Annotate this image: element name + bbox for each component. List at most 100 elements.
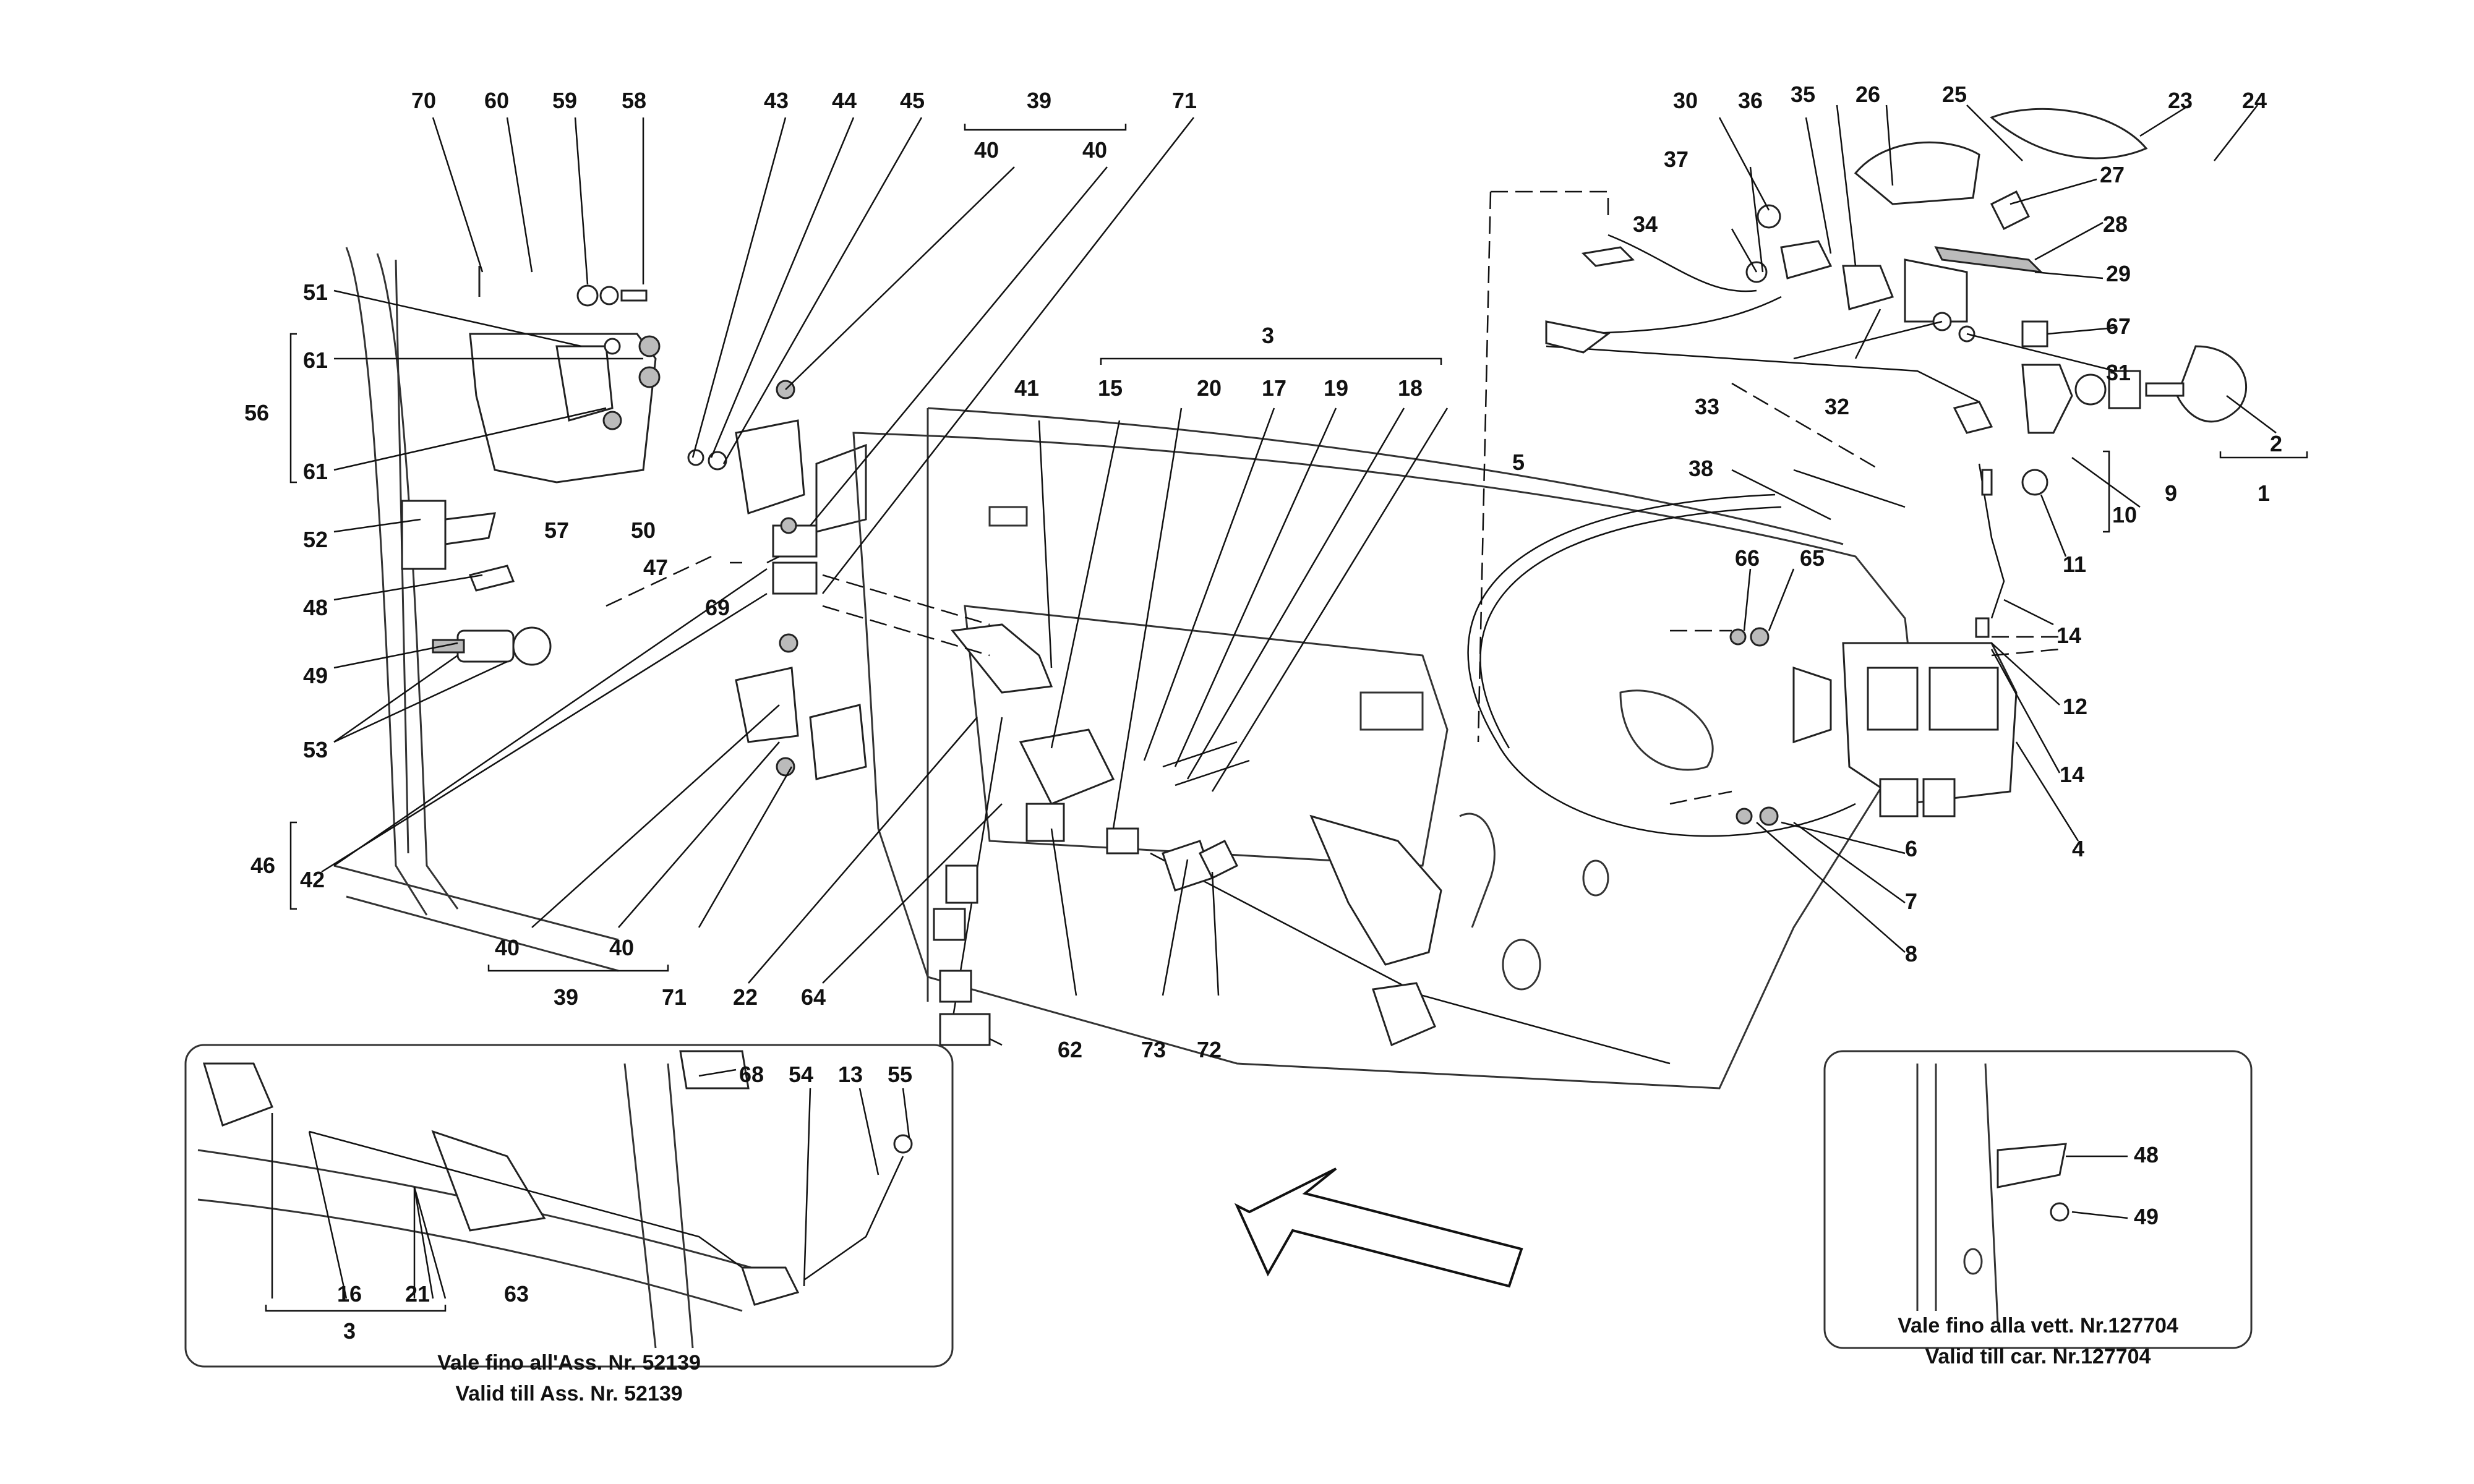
callout-3a: 3 bbox=[1262, 323, 1274, 348]
leader-dashes bbox=[606, 190, 2060, 805]
callout-22: 22 bbox=[733, 984, 758, 1010]
callout-19: 19 bbox=[1324, 375, 1348, 401]
callout-68: 68 bbox=[739, 1062, 764, 1087]
callout-10: 10 bbox=[2112, 502, 2137, 527]
callout-28: 28 bbox=[2103, 211, 2128, 237]
callout-36: 36 bbox=[1738, 88, 1763, 113]
callout-66: 66 bbox=[1735, 545, 1760, 571]
callout-40a: 40 bbox=[974, 137, 999, 163]
right-inset-caption-english: Valid till car. Nr.127704 bbox=[1925, 1345, 2151, 1368]
callout-12: 12 bbox=[2063, 694, 2087, 719]
callout-24: 24 bbox=[2242, 88, 2267, 113]
callout-35: 35 bbox=[1791, 82, 1815, 107]
callout-16: 16 bbox=[337, 1281, 362, 1307]
inset-left bbox=[184, 1044, 954, 1368]
callout-63: 63 bbox=[504, 1281, 529, 1307]
hinge-bolts-top bbox=[478, 266, 648, 355]
callout-62: 62 bbox=[1058, 1037, 1082, 1062]
callout-47: 47 bbox=[643, 555, 668, 580]
callout-38: 38 bbox=[1689, 456, 1713, 481]
callout-14a: 14 bbox=[2057, 623, 2081, 648]
callout-48: 48 bbox=[303, 595, 328, 620]
key-cylinder bbox=[2021, 345, 2247, 496]
door-handle-cable-bracket bbox=[933, 864, 991, 1046]
callout-46: 46 bbox=[250, 853, 275, 878]
callout-40d: 40 bbox=[609, 935, 634, 960]
callout-39b: 39 bbox=[554, 984, 578, 1010]
release-cable bbox=[1467, 493, 1856, 837]
callout-45: 45 bbox=[900, 88, 925, 113]
callout-14b: 14 bbox=[2060, 762, 2084, 787]
callout-18: 18 bbox=[1398, 375, 1423, 401]
callout-4: 4 bbox=[2072, 836, 2084, 861]
inset-captions: Vale fino all'Ass. Nr. 52139 Valid till … bbox=[437, 1314, 2178, 1405]
callout-25: 25 bbox=[1942, 82, 1967, 107]
callout-31: 31 bbox=[2106, 360, 2131, 385]
callout-55: 55 bbox=[888, 1062, 912, 1087]
callout-60: 60 bbox=[484, 88, 509, 113]
callout-34: 34 bbox=[1633, 211, 1658, 237]
callout-57: 57 bbox=[544, 518, 569, 543]
callout-61a: 61 bbox=[303, 348, 328, 373]
callout-3b: 3 bbox=[343, 1318, 356, 1344]
leader-lines bbox=[321, 104, 2277, 996]
callout-8: 8 bbox=[1905, 941, 1917, 966]
inner-handle bbox=[951, 623, 1139, 855]
rods-top-right bbox=[1545, 234, 1993, 434]
inset-right bbox=[1823, 1050, 2253, 1349]
callout-42: 42 bbox=[300, 867, 325, 892]
callout-58: 58 bbox=[622, 88, 646, 113]
callout-17: 17 bbox=[1262, 375, 1286, 401]
left-inset-caption-italian: Vale fino all'Ass. Nr. 52139 bbox=[437, 1351, 701, 1375]
callout-52: 52 bbox=[303, 527, 328, 552]
door-check-strap bbox=[401, 500, 515, 592]
callout-41: 41 bbox=[1014, 375, 1039, 401]
callout-70: 70 bbox=[411, 88, 436, 113]
door-lock-mechanism bbox=[1792, 642, 2018, 817]
callout-20: 20 bbox=[1197, 375, 1222, 401]
callout-56: 56 bbox=[244, 400, 269, 425]
left-inset-caption-english: Valid till Ass. Nr. 52139 bbox=[455, 1382, 682, 1405]
callout-40c: 40 bbox=[495, 935, 520, 960]
callout-49: 49 bbox=[303, 663, 328, 688]
callout-21: 21 bbox=[405, 1281, 430, 1307]
right-inset-caption-italian: Vale fino alla vett. Nr.127704 bbox=[1898, 1314, 2178, 1337]
callout-2: 2 bbox=[2270, 431, 2282, 456]
callout-15: 15 bbox=[1098, 375, 1123, 401]
callout-37: 37 bbox=[1664, 147, 1689, 172]
callout-33: 33 bbox=[1695, 394, 1719, 419]
callout-71b: 71 bbox=[662, 984, 687, 1010]
callout-50: 50 bbox=[631, 518, 656, 543]
callout-27: 27 bbox=[2100, 162, 2125, 187]
outer-handle bbox=[1854, 108, 2148, 323]
callout-48-inset: 48 bbox=[2134, 1142, 2159, 1167]
callout-72: 72 bbox=[1197, 1037, 1222, 1062]
callout-32: 32 bbox=[1825, 394, 1849, 419]
callout-71a: 71 bbox=[1172, 88, 1197, 113]
upper-hinge bbox=[469, 333, 661, 484]
callout-23: 23 bbox=[2168, 88, 2193, 113]
window-guide bbox=[1309, 812, 1496, 1047]
callout-64: 64 bbox=[801, 984, 826, 1010]
callout-54: 54 bbox=[789, 1062, 813, 1087]
callout-26: 26 bbox=[1856, 82, 1880, 107]
callout-29: 29 bbox=[2106, 261, 2131, 286]
callout-9: 9 bbox=[2165, 480, 2177, 506]
callout-labels: 70 60 59 58 51 61 56 61 52 57 50 48 49 5… bbox=[244, 82, 2282, 1344]
callout-39a: 39 bbox=[1027, 88, 1051, 113]
callout-61b: 61 bbox=[303, 459, 328, 484]
callout-44: 44 bbox=[832, 88, 857, 113]
callout-30: 30 bbox=[1673, 88, 1698, 113]
callout-53: 53 bbox=[303, 737, 328, 762]
door-hinge-upper bbox=[687, 380, 818, 595]
callout-65: 65 bbox=[1800, 545, 1825, 571]
callout-67: 67 bbox=[2106, 313, 2131, 339]
lock-striker bbox=[432, 626, 552, 666]
callout-40b: 40 bbox=[1082, 137, 1107, 163]
callout-13: 13 bbox=[838, 1062, 863, 1087]
lock-rod bbox=[1975, 463, 2005, 638]
lock-screws bbox=[1729, 627, 1779, 826]
callout-73: 73 bbox=[1141, 1037, 1166, 1062]
callout-11: 11 bbox=[2063, 552, 2086, 577]
